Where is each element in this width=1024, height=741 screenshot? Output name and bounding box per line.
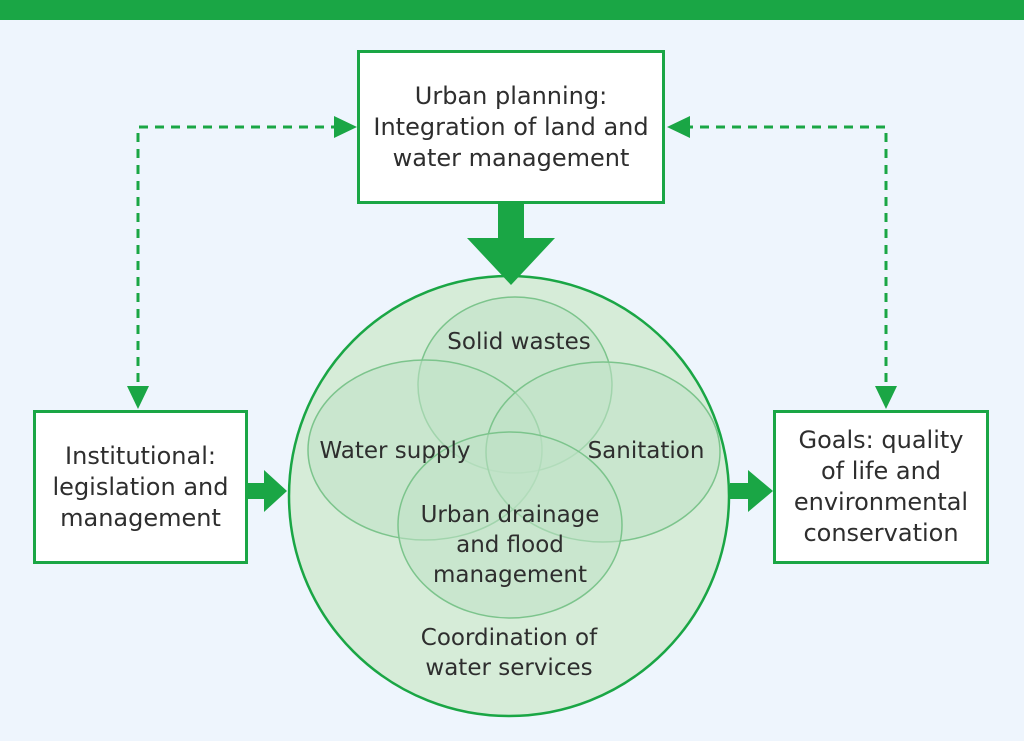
arrow-circle-to-goals xyxy=(730,470,773,512)
arrowhead-to-planning-left xyxy=(334,116,357,138)
left-dashed-connector xyxy=(136,125,340,392)
dashed-connectors xyxy=(136,125,888,392)
institutional-text: Institutional: legislation and managemen… xyxy=(52,441,229,532)
institutional-box: Institutional: legislation and managemen… xyxy=(33,410,248,564)
urban-planning-text: Urban planning: Integration of land and … xyxy=(373,81,649,172)
solid-wastes-label: Solid wastes xyxy=(447,329,591,355)
urban-drainage-ellipse xyxy=(397,431,623,619)
urban-drainage-label: Urban drainage and flood management xyxy=(420,502,600,588)
arrow-institutional-to-circle xyxy=(248,470,287,512)
goals-text: Goals: quality of life and environmental… xyxy=(793,426,969,547)
arrowhead-to-institutional xyxy=(127,386,149,409)
arrowhead-to-planning-right xyxy=(667,116,690,138)
coordination-label: Coordination of water services xyxy=(420,625,598,681)
urban-planning-box: Urban planning: Integration of land and … xyxy=(357,50,665,204)
sanitation-label: Sanitation xyxy=(587,438,705,464)
arrowhead-to-goals xyxy=(875,386,897,409)
down-arrow xyxy=(467,204,555,285)
goals-box: Goals: quality of life and environmental… xyxy=(773,410,989,564)
right-dashed-connector xyxy=(684,125,888,392)
water-supply-label: Water supply xyxy=(319,438,471,464)
top-banner xyxy=(0,0,1024,20)
